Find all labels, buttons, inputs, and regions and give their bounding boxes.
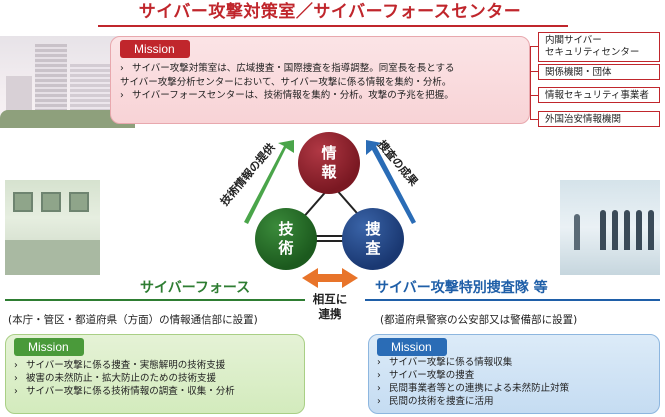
right-unit-underline [365, 299, 660, 301]
mutual-arrow [302, 268, 358, 288]
list-item: ›サイバー攻撃の捜査 [377, 370, 475, 381]
list-item: ›被害の未然防止・拡大防止のための技術支援 [14, 373, 217, 384]
top-mission-bullets: › サイバー攻撃対策室は、広域捜査・国際捜査を指導調整。同室長を長とする サイバ… [120, 62, 530, 103]
operations-room-photo [5, 180, 100, 275]
left-unit-title: サイバーフォース [140, 280, 251, 296]
list-item: ›民間事業者等との連携による未然防止対策 [377, 383, 570, 394]
right-unit-title: サイバー攻撃特別捜査隊 等 [375, 280, 548, 296]
list-item: ›サイバー攻撃に係る技術情報の調査・収集・分析 [14, 386, 235, 397]
list-item: ›サイバー攻撃に係る捜査・実態解明の技術支援 [14, 360, 226, 371]
chevron-right-icon: › [377, 396, 381, 407]
cooperation-diagram: 情 報 技 術 捜 査 技術情報の提供 捜査の成果 相互に 連携 [210, 128, 450, 321]
chevron-right-icon: › [120, 63, 124, 74]
list-item: ›民間の技術を捜査に活用 [377, 396, 494, 407]
left-unit-subtitle: (本庁・管区・都道府県（方面）の情報通信部に設置) [8, 314, 258, 326]
left-mission-tag: Mission [14, 338, 84, 356]
chevron-right-icon: › [377, 383, 381, 394]
partner-nisc: 内閣サイバー セキュリティセンター [538, 32, 660, 62]
chevron-right-icon: › [377, 357, 381, 368]
list-item: › サイバーフォースセンターは、技術情報を集約・分析。攻撃の予兆を把握。 [120, 90, 454, 101]
right-mission-bullets: ›サイバー攻撃に係る情報収集 ›サイバー攻撃の捜査 ›民間事業者等との連携による… [377, 356, 660, 408]
chevron-right-icon: › [14, 386, 18, 397]
chevron-right-icon: › [120, 90, 124, 101]
partner-security-vendors: 情報セキュリティ事業者 [538, 87, 660, 103]
top-mission-tag: Mission [120, 40, 190, 58]
chevron-right-icon: › [377, 370, 381, 381]
left-unit-underline [5, 299, 305, 301]
partner-related-orgs: 関係機関・団体 [538, 64, 660, 80]
title-underline [98, 25, 568, 27]
mutual-cooperation-label: 相互に 連携 [312, 292, 348, 321]
circle-investigation: 捜 査 [342, 208, 404, 270]
chevron-right-icon: › [14, 373, 18, 384]
arrow-tech-to-info [244, 140, 294, 224]
partner-foreign-agencies: 外国治安情報機関 [538, 111, 660, 127]
list-item: › サイバー攻撃対策室は、広域捜査・国際捜査を指導調整。同室長を長とする [120, 63, 455, 74]
list-item-continuation: サイバー攻撃分析センターにおいて、サイバー攻撃に係る情報を集約・分析。 [120, 76, 452, 88]
diagram-arrows [244, 140, 416, 288]
chevron-right-icon: › [14, 360, 18, 371]
circle-information: 情 報 [298, 132, 360, 194]
right-mission-tag: Mission [377, 338, 447, 356]
list-item: ›サイバー攻撃に係る情報収集 [377, 357, 513, 368]
circle-technology: 技 術 [255, 208, 317, 270]
arrow-inv-to-info [366, 140, 416, 224]
page-title: サイバー攻撃対策室／サイバーフォースセンター [138, 2, 522, 22]
left-mission-bullets: ›サイバー攻撃に係る捜査・実態解明の技術支援 ›被害の未然防止・拡大防止のための… [14, 359, 304, 398]
investigation-unit-photo [560, 180, 660, 275]
partner-connector-line [530, 46, 531, 120]
right-unit-subtitle: (都道府県警察の公安部又は警備部に設置) [380, 314, 578, 326]
